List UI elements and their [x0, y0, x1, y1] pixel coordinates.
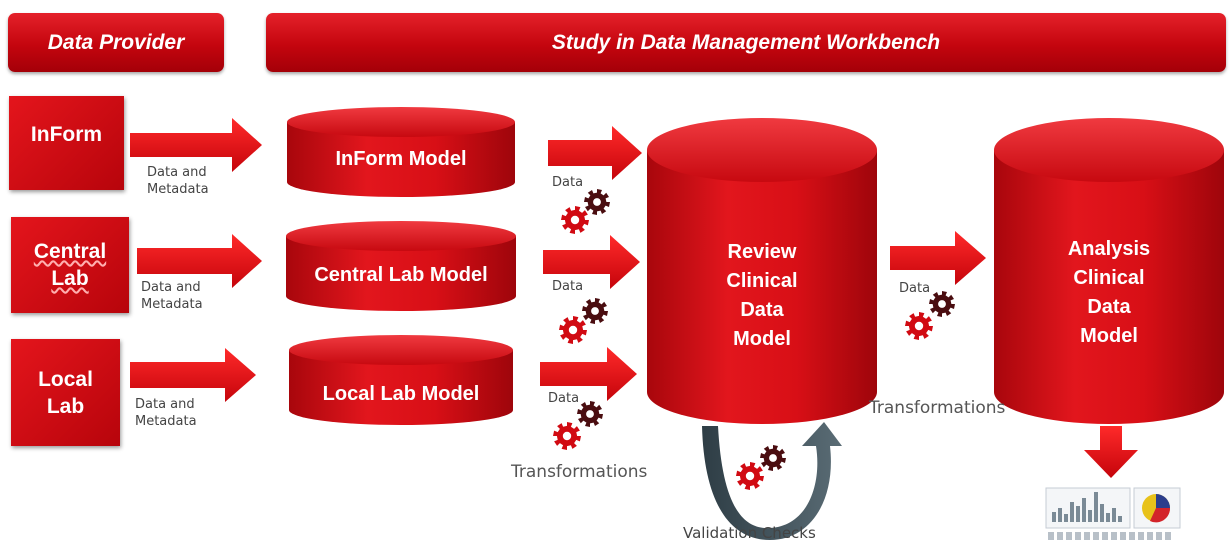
thumbnail-strip-cell	[1057, 532, 1063, 540]
validation-cycle-arrow	[702, 422, 842, 540]
thumbnail-bar	[1070, 502, 1074, 522]
report-footer-strip	[1048, 532, 1171, 540]
dark-gear-icon-hub	[769, 454, 777, 462]
model-central-label: Central Lab Model	[314, 264, 488, 286]
label-line: Metadata	[147, 182, 209, 197]
cylinder-review-clinical-data-model	[647, 118, 877, 424]
gears-layer	[553, 189, 955, 490]
review-line: Clinical	[726, 270, 798, 292]
cylinder-analysis-clinical-data-model	[994, 118, 1224, 424]
cylinder-central-lab-model	[286, 221, 516, 311]
label-line: Data and	[135, 397, 195, 412]
thumbnail-strip-cell	[1156, 532, 1162, 540]
thumbnail-bar	[1118, 516, 1122, 522]
thumbnail-bar	[1064, 514, 1068, 522]
thumbnail-bar	[1106, 513, 1110, 522]
review-line: Model	[733, 328, 791, 350]
thumbnail-bar	[1100, 504, 1104, 522]
thumbnail-strip-cell	[1066, 532, 1072, 540]
review-line: Review	[727, 241, 797, 263]
thumbnail-strip-cell	[1102, 532, 1108, 540]
source-central-label-line2: Lab	[51, 267, 89, 290]
red-gear-icon-hub	[745, 471, 755, 481]
thumbnail-strip-cell	[1048, 532, 1054, 540]
header-study-workbench: Study in Data Management Workbench	[266, 13, 1226, 72]
thumbnail-bar	[1058, 508, 1062, 522]
label-data-metadata-inform: Data and Metadata	[147, 164, 209, 198]
thumbnail-strip-cell	[1120, 532, 1126, 540]
arrow-central-model-to-review	[543, 235, 640, 289]
source-local-label-line1: Local	[38, 367, 93, 391]
dark-gear-icon-hub	[593, 198, 601, 206]
source-central-label-line1: Central	[33, 240, 107, 263]
label-data-metadata-central: Data and Metadata	[141, 279, 203, 313]
dark-gear-icon-hub	[586, 410, 594, 418]
label-line: Data and	[141, 280, 201, 295]
review-model-label: Review Clinical Data Model	[647, 238, 877, 354]
red-gear-icon-hub	[914, 321, 924, 331]
dark-gear-icon-hub	[938, 300, 946, 308]
arrow-local-to-model	[130, 348, 256, 402]
source-inform-label: InForm	[30, 122, 103, 146]
thumbnail-strip-cell	[1111, 532, 1117, 540]
model-local-label: Local Lab Model	[322, 383, 480, 405]
label-data-local: Data	[548, 391, 580, 406]
label-transformations-right: Transformations	[869, 398, 1006, 418]
thumbnail-strip-cell	[1138, 532, 1144, 540]
thumbnail-strip-cell	[1147, 532, 1153, 540]
dark-gear-icon-hub	[591, 307, 599, 315]
arrow-inform-to-model	[130, 118, 262, 172]
label-line: Data and	[147, 165, 207, 180]
red-gear-icon-hub	[568, 325, 578, 335]
analysis-line: Analysis	[1067, 238, 1151, 260]
arrow-review-to-analysis	[890, 231, 986, 285]
thumbnail-strip-cell	[1084, 532, 1090, 540]
cylinder-local-lab-model	[289, 335, 513, 425]
thumbnail-bar	[1088, 510, 1092, 522]
thumbnail-strip-cell	[1093, 532, 1099, 540]
thumbnail-bar	[1094, 492, 1098, 522]
source-local-lab: Local Lab	[11, 339, 120, 446]
source-central-lab: Central Lab	[11, 217, 129, 313]
red-gear-icon-hub	[562, 431, 572, 441]
header-study-label: Study in Data Management Workbench	[551, 30, 941, 54]
arrow-local-model-to-review	[540, 347, 637, 401]
red-gear-icon-hub	[570, 215, 580, 225]
source-local-label-line2: Lab	[46, 394, 85, 418]
report-bar-thumbnail	[1052, 492, 1122, 522]
thumbnail-strip-cell	[1165, 532, 1171, 540]
review-line: Data	[740, 299, 784, 321]
thumbnail-bar	[1076, 506, 1080, 522]
label-data-metadata-local: Data and Metadata	[135, 396, 197, 430]
arrow-central-to-model	[137, 234, 262, 288]
report-pie-thumbnail	[1142, 494, 1171, 523]
analysis-line: Clinical	[1073, 267, 1145, 289]
analysis-line: Model	[1080, 325, 1138, 347]
label-data-inform: Data	[552, 175, 584, 190]
label-line: Metadata	[141, 297, 203, 312]
source-inform: InForm	[9, 96, 124, 190]
label-transformations-left: Transformations	[511, 462, 648, 482]
analysis-model-label: Analysis Clinical Data Model	[994, 235, 1224, 351]
thumbnail-bar	[1052, 512, 1056, 522]
label-validation-checks: Validation Checks	[683, 524, 816, 542]
model-inform-label: InForm Model	[335, 148, 467, 170]
label-line: Metadata	[135, 414, 197, 429]
thumbnail-strip-cell	[1075, 532, 1081, 540]
thumbnail-bar	[1112, 508, 1116, 522]
label-data-central: Data	[552, 279, 584, 294]
label-data-review: Data	[899, 281, 931, 296]
header-data-provider: Data Provider	[8, 13, 224, 72]
thumbnail-strip-cell	[1129, 532, 1135, 540]
arrow-down-to-reports	[1084, 426, 1138, 478]
thumbnail-bar	[1082, 498, 1086, 522]
header-data-provider-label: Data Provider	[47, 30, 185, 54]
analysis-line: Data	[1087, 296, 1131, 318]
cylinder-inform-model	[287, 107, 515, 197]
report-thumbnails	[1045, 487, 1181, 540]
arrow-inform-model-to-review	[548, 126, 642, 180]
